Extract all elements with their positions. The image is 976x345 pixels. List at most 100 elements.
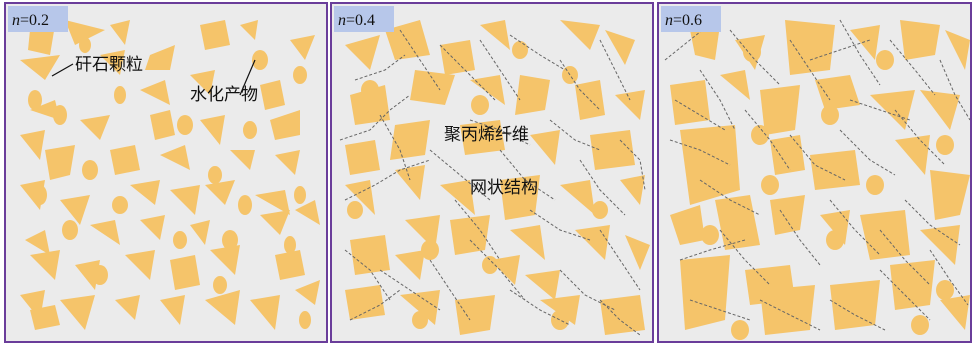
panel-3-fiber-23 [929,249,969,306]
panel-1-gravel-11 [260,80,285,110]
panel-1-gravel-32 [140,215,165,240]
panel-1-gravel-22 [275,150,300,175]
panel-3-gravel-18 [715,195,760,250]
panel-2-gravel-15 [530,130,560,165]
panel-1-gravel-43 [115,295,140,320]
panel-2-gravel-27 [575,225,610,260]
panel-1-hydration-9 [208,166,222,184]
panel-3-fiber-14 [719,229,771,286]
panel-2-fiber-7 [599,39,631,101]
panel-2-particles [345,20,650,335]
panel-3-fiber-4 [839,19,881,86]
panel-3-hydration-9 [936,280,954,300]
panel-2-gravel-7 [410,70,455,105]
panel-3-hydration-2 [821,105,839,125]
panel-2-hydration-7 [592,201,608,219]
panel-3-fiber-1 [699,69,736,131]
gravel-leader-line [51,63,74,77]
panel-3-hydration-1 [876,50,894,70]
panel-3-fiber-3 [789,39,831,101]
panel-2-gravel-3 [480,20,510,50]
panel-3-gravel-2 [785,20,835,75]
panel-1-particles [20,20,320,330]
panel-3-gravel-27 [890,260,935,310]
panel-1-gravel-18 [45,145,75,180]
panel-1-gravel-4 [200,20,230,50]
panel-2-fiber-2 [399,29,441,91]
panel-1-gravel-19 [110,145,140,175]
panel-1-hydration-1 [79,37,91,53]
panel-3-fiber-2 [729,29,781,86]
panel-1-hydration-16 [222,230,238,250]
fiber-label: 聚丙烯纤维 [444,125,529,145]
panel-3-gravel-6 [670,80,710,125]
panel-1-hydration-20 [299,311,311,329]
panel-2-gravel-2 [440,40,475,75]
panel-1-gravel-8 [100,50,125,75]
panel-2-gravel-28 [625,235,650,270]
panel-3-fibers [664,19,971,331]
panel-1-gravel-2 [110,20,130,45]
panel-1-gravel-21 [230,150,255,170]
panel-3-fiber-8 [699,179,761,216]
panel-2-hydration-0 [361,80,379,100]
panel-1-hydration-17 [284,236,296,254]
panel-1-hydration-14 [62,220,78,240]
panel-1-gravel-42 [60,295,95,330]
panel-1-hydration-4 [293,66,307,84]
panel-1-gravel-37 [125,250,155,280]
panel-3-fiber-7 [669,139,731,166]
panel-1-gravel-39 [210,245,240,275]
panel-2-fiber-15 [599,229,641,291]
panel-1-gravel-6 [290,35,315,60]
panel-3-gravel-11 [920,90,960,130]
panel-2-gravel-12 [345,140,380,175]
panel-3-hydration-3 [751,125,769,145]
panel-2-hydration-4 [347,201,363,219]
panel-3-gravel-5 [945,30,970,70]
panel-2-gravel-16 [590,130,635,170]
panel-2-gravel-0 [345,35,380,70]
panel-2-hydration-2 [562,66,578,84]
panel-1-gravel-34 [260,210,290,235]
panel-3-fiber-5 [889,39,936,96]
panel-1-gravel-13 [80,115,110,140]
panel-2-fiber-17 [379,269,441,311]
panel-3-gravel-7 [720,70,750,100]
panel-1-gravel-28 [255,190,290,215]
panel-2-fiber-19 [469,239,526,301]
panel-3-gravel-14 [810,150,860,190]
panel-2-fiber-18 [429,259,471,321]
panel-1-gravel-40 [275,250,305,280]
gravel-label: 矸石颗粒 [75,55,143,75]
panel-2-gravel-13 [390,120,430,160]
panel-3-hydration-4 [936,135,954,155]
panel-2-fiber-24 [469,119,531,146]
panel-1-gravel-44 [160,295,185,325]
panel-2-gravel-18 [395,165,425,200]
panel-3-fiber-12 [894,109,946,166]
panel-3-hydration-0 [743,42,761,62]
panel-1-gravel-17 [20,130,45,160]
panel-3-fiber-13 [679,239,746,261]
panel-2-tag-bg [334,6,394,32]
panel-1-gravel-7 [20,55,60,80]
panel-1-gravel-15 [200,115,225,145]
panel-3-fiber-26 [849,99,911,121]
panel-2-gravel-20 [500,175,540,220]
panel-3-fiber-15 [779,209,821,266]
panel-1-gravel-38 [170,255,200,290]
panel-2-fiber-8 [344,159,431,201]
panel-1-hydration-15 [173,231,187,249]
panel-1-gravel-33 [190,220,210,245]
panel-1-gravel-12 [30,100,60,120]
panel-1-gravel-30 [25,230,50,255]
panel-1-hydration-7 [243,121,257,139]
panel-3-tag-bg [661,6,721,32]
panel-2-gravel-29 [345,285,385,320]
panel-1-hydration-8 [82,160,98,180]
panel-2-fiber-9 [379,114,411,181]
panel-1-tag-bg [8,6,68,32]
panel-3-gravel-12 [680,125,740,205]
panel-2-gravel-26 [510,225,545,260]
